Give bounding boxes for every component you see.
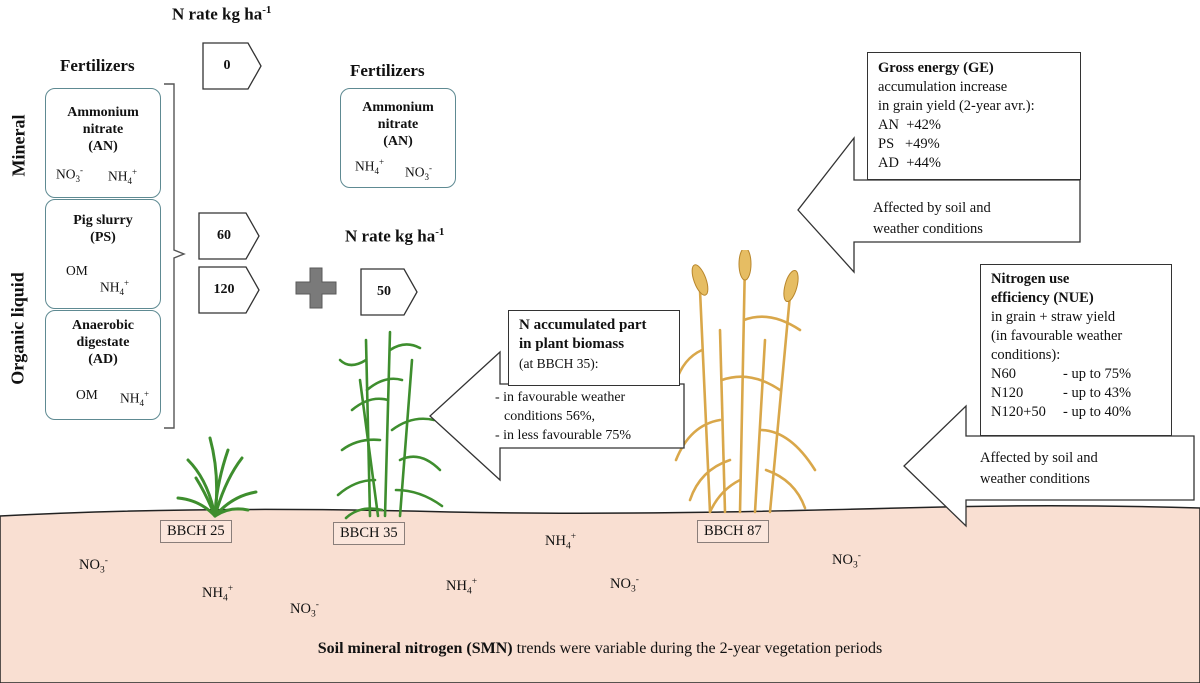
plant-bbch35-icon — [336, 330, 444, 520]
rate-tag-120: 120 — [198, 266, 260, 314]
caption: Soil mineral nitrogen (SMN) trends were … — [317, 640, 883, 657]
gross-energy-box: Gross energy (GE) accumulation increase … — [867, 52, 1081, 180]
mature-wheat-bbch87-icon — [672, 250, 817, 514]
soil-ammonium-ion: NH4+ — [545, 532, 577, 552]
n-accumulated-details: - in favourable weather conditions 56%, … — [495, 390, 632, 443]
mineral-label: Mineral — [8, 114, 29, 177]
stage-label-bbch87: BBCH 87 — [697, 520, 769, 543]
fertilizer-box-ad: Anaerobic digestate (AD) OM NH4+ — [45, 310, 161, 420]
seedling-bbch25-icon — [176, 436, 258, 518]
stage-label-bbch25: BBCH 25 — [160, 520, 232, 543]
nue-arrow-text: Affected by soil and weather conditions — [980, 450, 1098, 487]
arrow-nue — [903, 404, 1195, 528]
fertilizer-name: Pig slurry (PS) — [73, 213, 133, 245]
ammonium-ion: NH4+ — [120, 389, 150, 409]
soil-nitrate-ion: NO3- — [79, 556, 108, 576]
nue-title: Nitrogen use efficiency (NUE) — [991, 271, 1094, 306]
organic-liquid-label: Organic liquid — [7, 272, 28, 385]
rate-tag-0: 0 — [202, 42, 262, 90]
soil-nitrate-ion: NO3- — [610, 575, 639, 595]
nue-row: N120+50- up to 40% — [991, 404, 1132, 420]
arrow-gross-energy — [797, 136, 1081, 274]
soil-ammonium-ion: NH4+ — [446, 577, 478, 597]
rate-tag-60: 60 — [198, 212, 260, 260]
fertilizer-box-ps: Pig slurry (PS) OM NH4+ — [45, 199, 161, 309]
organic-matter-label: OM — [76, 387, 98, 402]
fertilizer-name: Ammonium nitrate (AN) — [362, 100, 434, 149]
fertilizer-name: Ammonium nitrate (AN) — [67, 105, 139, 154]
soil-nitrate-ion: NO3- — [290, 600, 319, 620]
soil-ammonium-ion: NH4+ — [202, 584, 234, 604]
n-accumulated-title: N accumulated part in plant biomass — [519, 317, 647, 352]
nue-row: N120- up to 43% — [991, 385, 1132, 401]
n-rate-label-mid: N rate kg ha-1 — [345, 226, 445, 246]
fertilizer-name: Anaerobic digestate (AD) — [72, 318, 134, 367]
ammonium-ion: NH4+ — [108, 167, 138, 187]
ammonium-ion: NH4+ — [355, 157, 385, 177]
n-rate-label-top: N rate kg ha-1 — [172, 4, 272, 24]
stage-label-bbch35: BBCH 35 — [333, 522, 405, 545]
nue-row: N60- up to 75% — [991, 366, 1132, 382]
fertilizer-box-an: Ammonium nitrate (AN) NO3- NH4+ — [45, 88, 161, 198]
rate-tag-50: 50 — [360, 268, 418, 316]
fertilizers-heading-right: Fertilizers — [350, 61, 425, 80]
soil-nitrate-ion: NO3- — [832, 551, 861, 571]
n-accumulated-box: N accumulated part in plant biomass (at … — [508, 310, 680, 386]
gross-energy-arrow-text: Affected by soil and weather conditions — [873, 200, 991, 237]
ammonium-ion: NH4+ — [100, 278, 130, 298]
n-accumulated-stage: (at BBCH 35): — [519, 356, 599, 371]
fertilizers-heading-left: Fertilizers — [60, 56, 135, 75]
gross-energy-title: Gross energy (GE) — [878, 60, 994, 76]
plus-icon — [295, 267, 337, 309]
grouping-brace — [164, 83, 186, 429]
nue-box: Nitrogen use efficiency (NUE) in grain +… — [980, 264, 1172, 436]
organic-matter-label: OM — [66, 263, 88, 278]
fertilizer-box-an-right: Ammonium nitrate (AN) NH4+ NO3- — [340, 88, 456, 188]
nitrate-ion: NO3- — [405, 163, 432, 183]
nitrate-ion: NO3- — [56, 165, 83, 185]
